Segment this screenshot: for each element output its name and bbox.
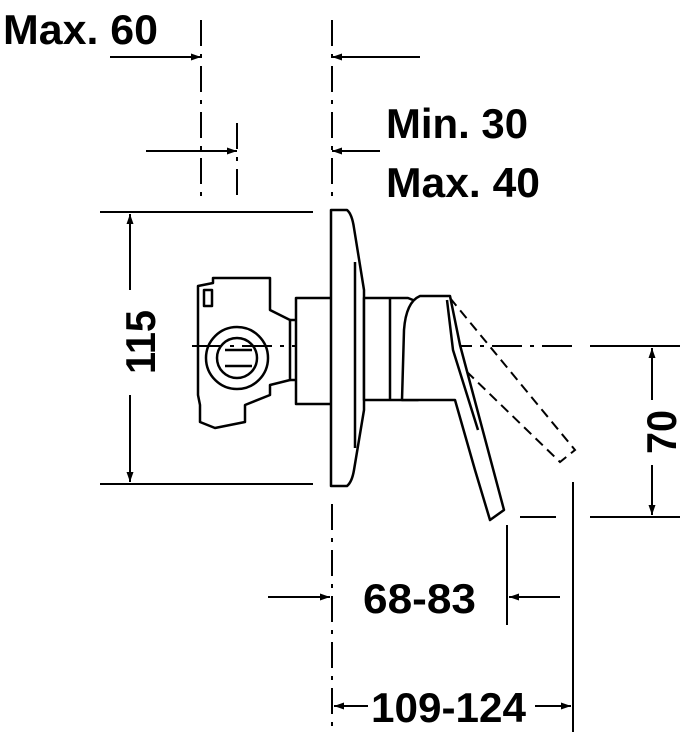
extension-lines	[100, 211, 680, 518]
label-115: 115	[117, 310, 164, 374]
lever-alternate-outline	[449, 297, 577, 464]
handle-lever-highlight	[445, 299, 480, 431]
cover-plate	[329, 208, 366, 488]
handle-body	[400, 294, 506, 522]
mixer-body-outline	[196, 276, 292, 430]
lever-alternate-position	[449, 297, 577, 464]
reference-lines	[192, 20, 580, 732]
label-max-60: Max. 60	[3, 6, 158, 53]
mixer-body-lug	[202, 288, 214, 308]
label-min-30: Min. 30	[386, 100, 528, 147]
dimension-arrows	[110, 53, 656, 710]
inlet-port-outer	[204, 325, 270, 391]
trim	[294, 208, 506, 522]
dimension-labels: Max. 60 Min. 30 Max. 40 115 70 68-83 109…	[3, 6, 684, 731]
inlet-port-inner	[215, 336, 259, 380]
spindle-housing	[294, 296, 337, 406]
label-70: 70	[638, 410, 684, 454]
label-68-83: 68-83	[363, 575, 476, 622]
label-max-40: Max. 40	[386, 159, 540, 206]
label-109-124: 109-124	[371, 684, 527, 731]
mixer-body	[196, 276, 300, 430]
